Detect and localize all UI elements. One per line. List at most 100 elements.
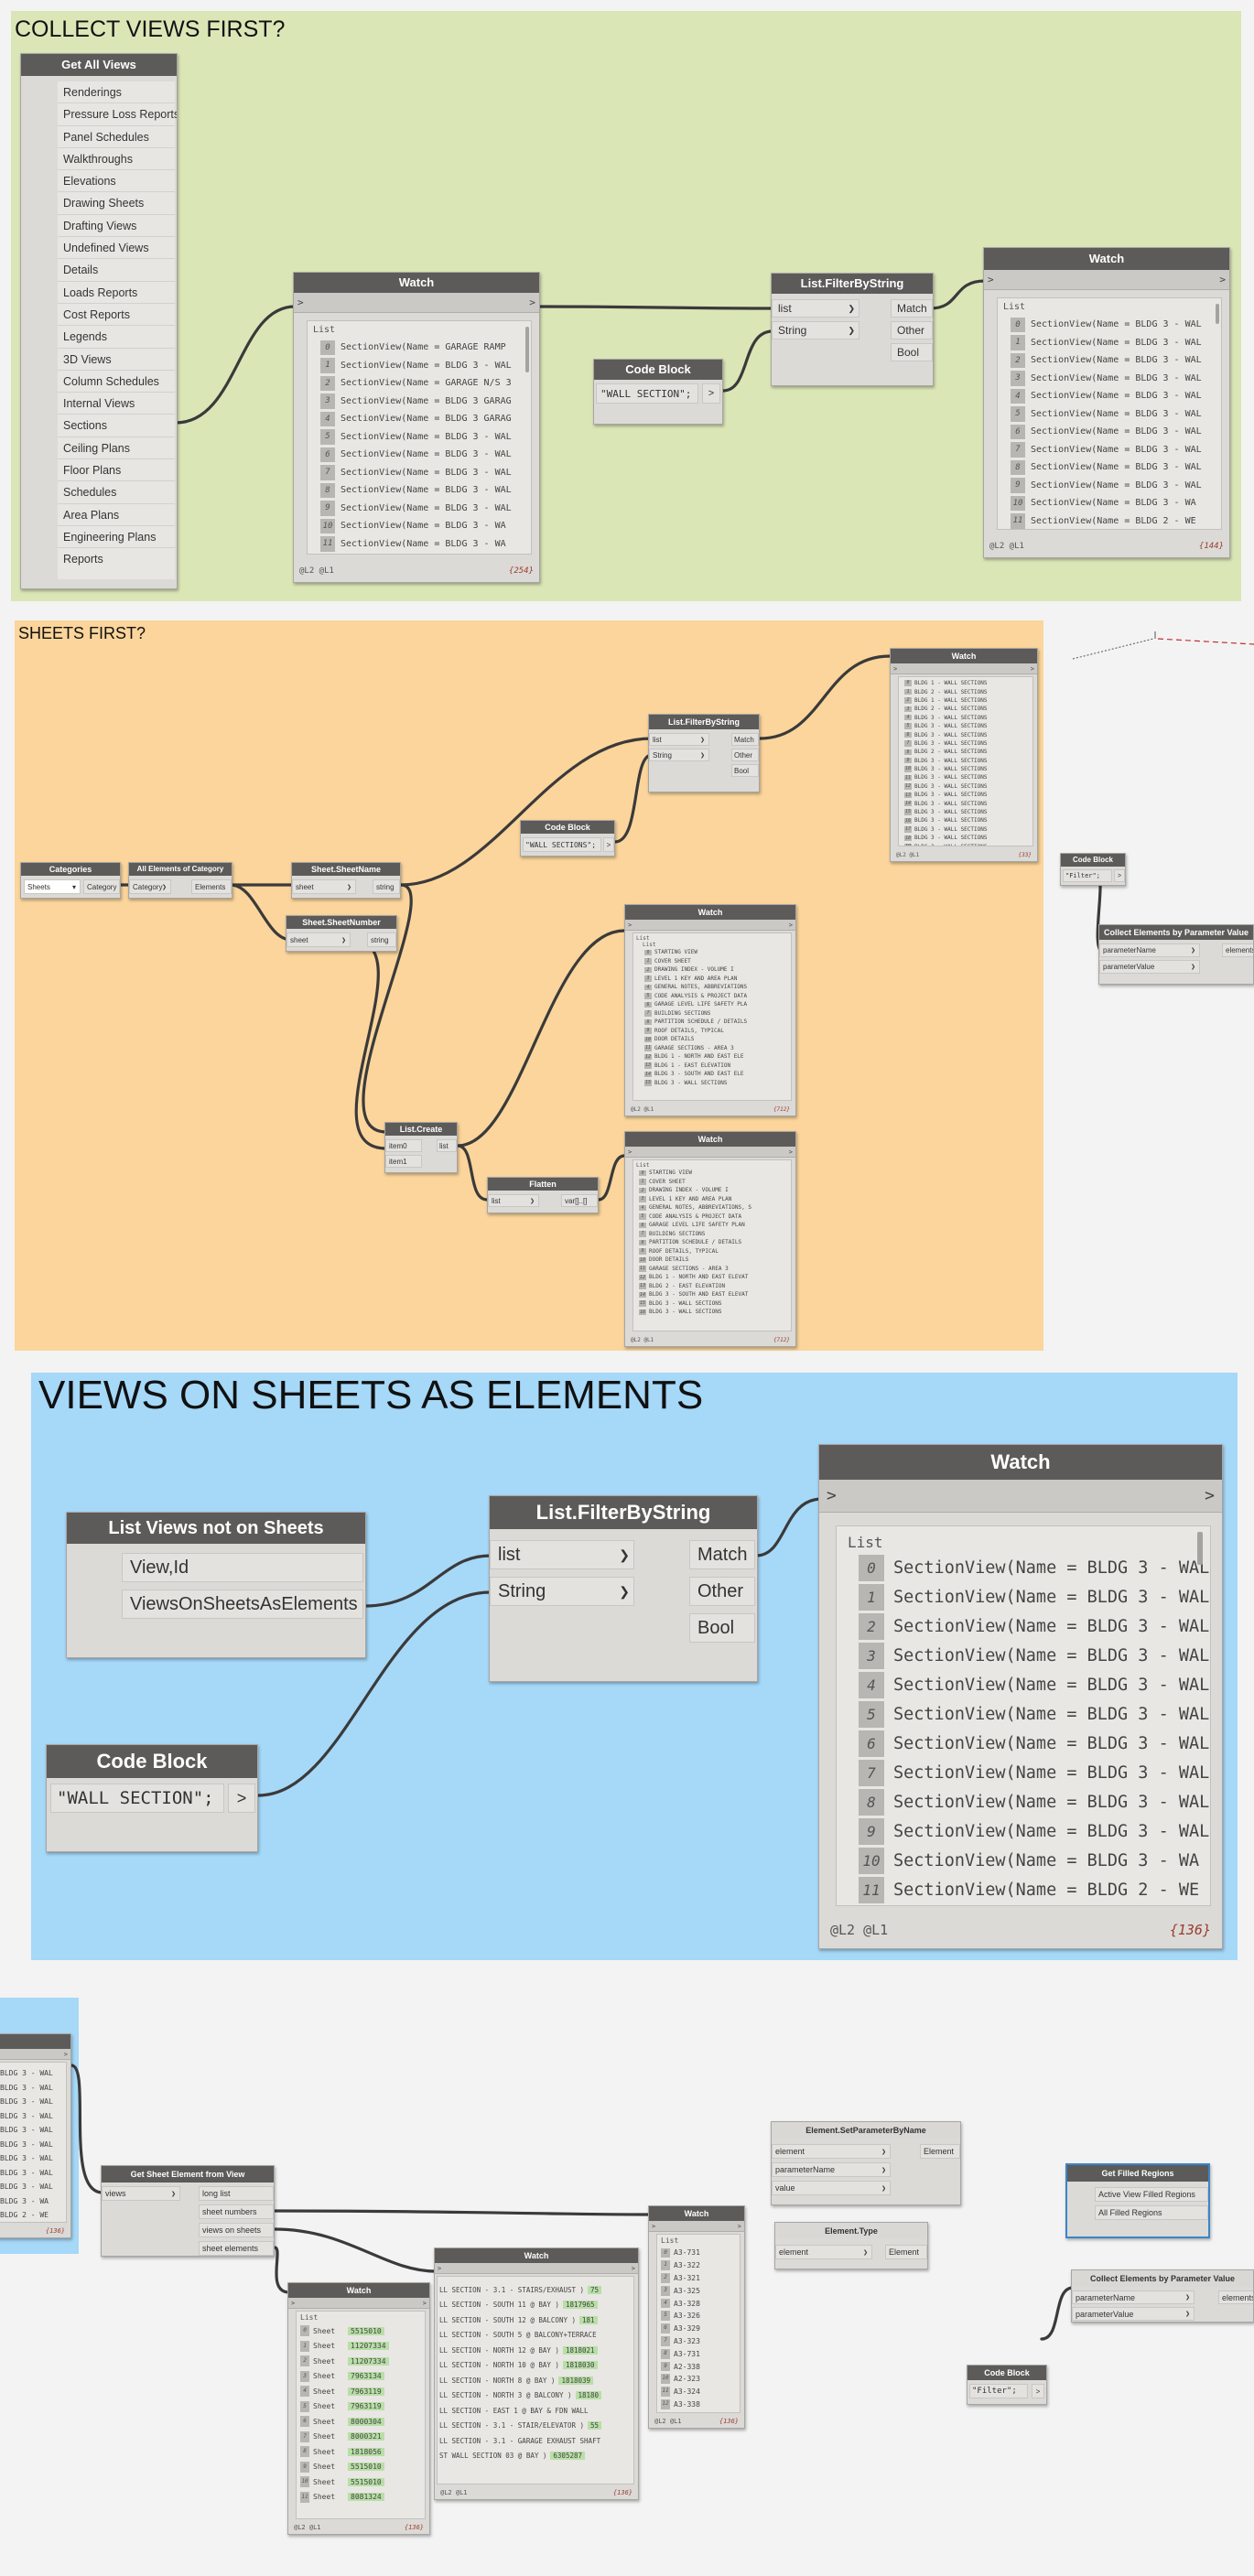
output-port-icon[interactable]: > xyxy=(63,2051,68,2058)
input-port-icon[interactable]: > xyxy=(438,2265,442,2272)
output-port-match[interactable]: Match xyxy=(689,1540,755,1569)
input-port-list[interactable]: list❯ xyxy=(772,299,859,318)
input-port-icon[interactable]: > xyxy=(628,1148,632,1156)
list-item[interactable]: LL SECTION - SOUTH 12 @ BALCONY )181 xyxy=(438,2312,633,2328)
input-port-parameter-name[interactable]: parameterName❯ xyxy=(1099,943,1200,957)
input-port-parameter-name[interactable]: parameterName❯ xyxy=(1072,2290,1195,2304)
get-filled-regions-node[interactable]: Get Filled Regions Active View Filled Re… xyxy=(1065,2163,1210,2238)
input-port-item1[interactable]: item1 xyxy=(385,1155,422,1168)
output-port-match[interactable]: Match xyxy=(731,733,759,746)
sheet-name-node[interactable]: Sheet.SheetName sheet❯ string xyxy=(291,862,401,899)
view-type-item[interactable]: Drawing Sheets xyxy=(58,192,175,215)
category-dropdown[interactable]: Sheets▾ xyxy=(24,879,81,894)
collect-elements-by-parameter-node[interactable]: Collect Elements by Parameter Value para… xyxy=(1071,2269,1254,2323)
list-item[interactable]: BLDG 3 - WAL xyxy=(0,2183,53,2192)
output-port[interactable]: > xyxy=(1114,869,1125,882)
view-type-item[interactable]: Panel Schedules xyxy=(58,126,175,148)
output-port-elements[interactable]: elements xyxy=(1222,943,1253,957)
list-item[interactable]: LL SECTION - 3.1 - STAIRS/EXHAUST )75 xyxy=(438,2282,633,2298)
output-port-var[interactable]: var[]..[] xyxy=(561,1194,598,1207)
list-item[interactable]: LL SECTION - 3.1 - STAIR/ELEVATOR )55 xyxy=(438,2419,633,2434)
input-port-list[interactable]: list❯ xyxy=(490,1540,634,1569)
output-port[interactable]: > xyxy=(1032,2384,1044,2398)
categories-node[interactable]: Categories Sheets▾ Category xyxy=(20,862,121,899)
output-port[interactable]: > xyxy=(702,383,720,404)
output-port-string[interactable]: string xyxy=(373,879,400,894)
output-port-string[interactable]: string xyxy=(367,932,396,947)
element-type-node[interactable]: Element.Type element❯ Element xyxy=(774,2222,928,2269)
list-create-node[interactable]: List.Create item0 item1 list xyxy=(384,1122,458,1173)
code-input[interactable]: "WALL SECTIONS"; xyxy=(523,837,601,852)
code-block-node[interactable]: Code Block "WALL SECTION"; > xyxy=(46,1744,258,1852)
output-port-other[interactable]: Other xyxy=(891,321,933,340)
list-views-not-on-sheets-node[interactable]: List Views not on Sheets View,Id ViewsOn… xyxy=(66,1512,366,1658)
output-port-icon[interactable]: > xyxy=(1205,1486,1215,1505)
view-type-item[interactable]: Engineering Plans xyxy=(58,526,175,549)
list-item[interactable]: ST WALL SECTION 03 @ BAY )6305287 xyxy=(438,2449,633,2464)
view-type-item[interactable]: Loads Reports xyxy=(58,282,175,304)
view-type-item[interactable]: Area Plans xyxy=(58,504,175,526)
output-port-bool[interactable]: Bool xyxy=(891,343,933,361)
output-port-icon[interactable]: > xyxy=(631,2265,635,2272)
code-block-node[interactable]: Code Block "Filter"; > xyxy=(967,2365,1047,2405)
watch-node-views-on-sheets[interactable]: Watch > > LL SECTION - 3.1 - STAIRS/EXHA… xyxy=(434,2247,639,2500)
output-port-icon[interactable]: > xyxy=(422,2300,427,2307)
view-type-item[interactable]: Elevations xyxy=(58,170,175,193)
input-port-element[interactable]: element❯ xyxy=(772,2144,891,2159)
code-input[interactable]: "Filter"; xyxy=(1063,869,1112,882)
output-port-bool[interactable]: Bool xyxy=(689,1613,755,1643)
output-port-other[interactable]: Other xyxy=(731,749,759,761)
list-item[interactable]: BLDG 3 - WAL xyxy=(0,2097,53,2107)
input-port-list[interactable]: list❯ xyxy=(488,1194,539,1207)
input-port-string[interactable]: String❯ xyxy=(649,749,709,761)
input-port-list[interactable]: list❯ xyxy=(649,733,709,746)
code-input[interactable]: "WALL SECTION"; xyxy=(50,1784,224,1813)
list-item[interactable]: BLDG 3 - WAL xyxy=(0,2154,53,2163)
list-item[interactable]: BLDG 3 - WAL xyxy=(0,2083,53,2092)
list-item[interactable]: LL SECTION - 3.1 - GARAGE EXHAUST SHAFT xyxy=(438,2433,633,2449)
view-type-item[interactable]: Schedules xyxy=(58,481,175,504)
output-port-list[interactable]: list xyxy=(437,1139,457,1152)
